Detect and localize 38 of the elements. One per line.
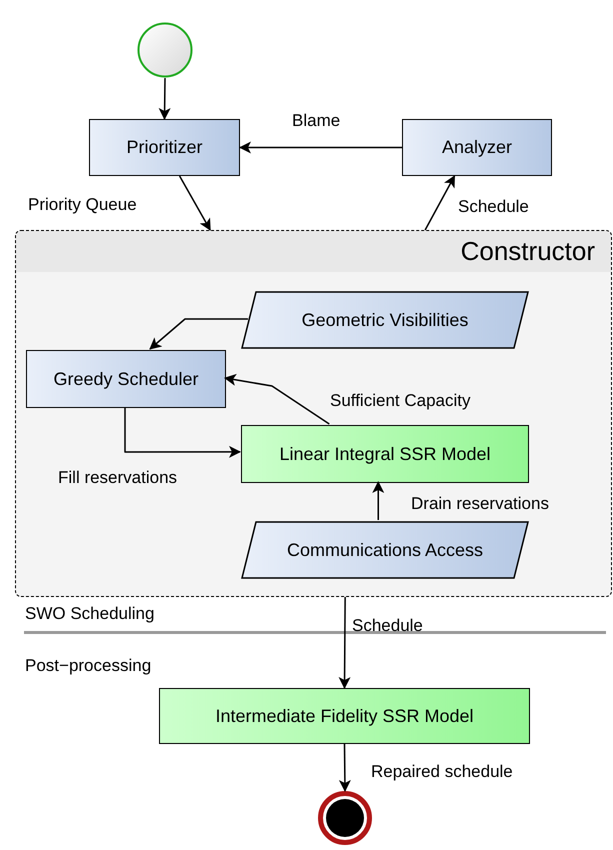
node-label: Communications Access — [286, 538, 484, 562]
group-container — [15, 230, 612, 597]
arrow — [338, 597, 351, 689]
process-box — [402, 119, 552, 176]
arrow — [224, 374, 330, 425]
section-label: Post−processing — [25, 655, 152, 677]
arrow — [124, 407, 241, 458]
edge-label: Priority Queue — [28, 194, 137, 216]
arrow — [149, 318, 248, 350]
process-box — [89, 119, 240, 176]
edge-label: Sufficient Capacity — [330, 390, 470, 412]
process-box — [26, 350, 226, 408]
arrow — [424, 175, 456, 230]
edge-label: Drain reservations — [411, 493, 549, 515]
data-parallelogram — [241, 291, 529, 349]
arrow — [178, 176, 211, 231]
arrow — [239, 142, 402, 154]
edge-label: Schedule — [352, 615, 423, 637]
arrow — [372, 481, 384, 520]
node-label: Prioritizer — [126, 136, 202, 159]
node-label: Geometric Visibilities — [302, 308, 468, 332]
start-node — [137, 22, 193, 78]
arrow — [158, 78, 171, 120]
node-label: Intermediate Fidelity SSR Model — [215, 704, 474, 728]
edge-label: Blame — [292, 110, 340, 132]
section-label: SWO Scheduling — [25, 603, 154, 625]
process-box — [159, 688, 530, 744]
node-label: Analyzer — [442, 136, 512, 159]
node-label: Greedy Scheduler — [53, 368, 199, 391]
arrow — [338, 744, 351, 792]
edge-label: Fill reservations — [58, 467, 178, 489]
process-box — [241, 425, 529, 483]
group-title: Constructor — [460, 235, 595, 268]
end-node — [318, 791, 372, 845]
edge-label: Schedule — [458, 196, 529, 218]
data-parallelogram — [241, 521, 529, 579]
edge-label: Repaired schedule — [371, 761, 513, 783]
node-label: Linear Integral SSR Model — [279, 442, 491, 466]
